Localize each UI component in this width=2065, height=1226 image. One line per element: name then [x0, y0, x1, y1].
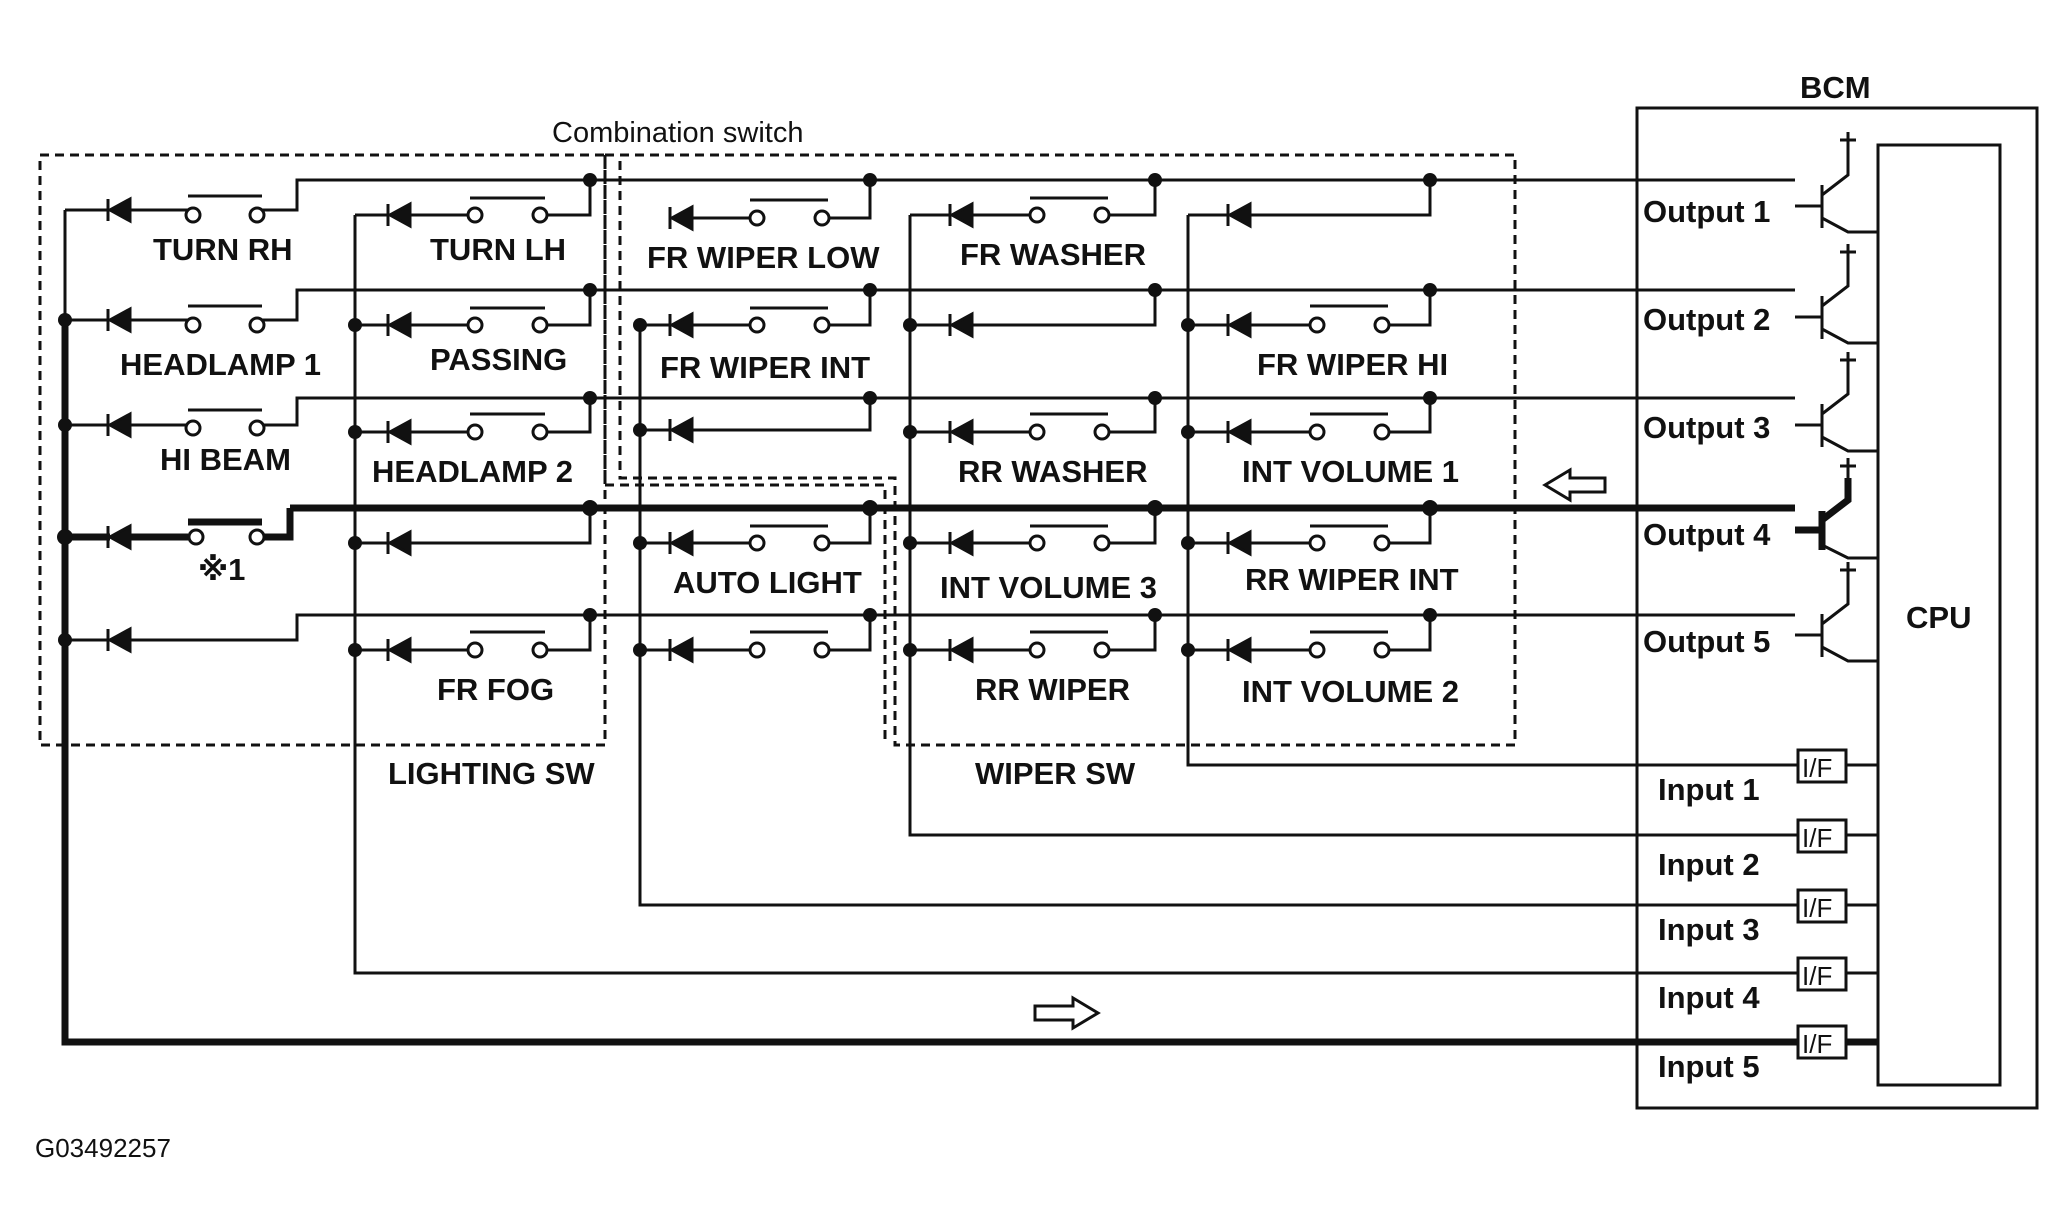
bcm-label: BCM: [1800, 70, 1871, 105]
label-rr-wiper-int: RR WIPER INT: [1245, 562, 1459, 597]
label-output-2: Output 2: [1643, 302, 1770, 337]
label-auto-light: AUTO LIGHT: [673, 565, 862, 600]
label-rr-washer: RR WASHER: [958, 454, 1147, 489]
label-input-4: Input 4: [1658, 980, 1760, 1015]
label-int-volume-3: INT VOLUME 3: [940, 570, 1157, 605]
right-flow-arrow-icon: [1033, 995, 1101, 1031]
output-transistors: [1795, 132, 1878, 663]
lighting-column-1: [63, 178, 590, 650]
label-int-volume-2: INT VOLUME 2: [1242, 674, 1459, 709]
cpu-label: CPU: [1906, 600, 1971, 635]
if-label-4: I/F: [1802, 961, 1832, 991]
output-wires: [290, 178, 1795, 617]
bcm-box: [1635, 106, 2039, 1110]
label-headlamp-1: HEADLAMP 1: [120, 347, 321, 382]
input-4-wire: [353, 320, 1800, 975]
if-boxes: [1796, 748, 1878, 1060]
label-input-2: Input 2: [1658, 847, 1760, 882]
label-output-1: Output 1: [1643, 194, 1770, 229]
junction-dots: [57, 173, 1438, 657]
wiper-sw-label: WIPER SW: [975, 756, 1136, 791]
label-turn-rh: TURN RH: [153, 232, 293, 267]
diodes: [106, 196, 1252, 664]
lighting-sw-box: [38, 153, 607, 747]
combination-switch-label: Combination switch: [552, 117, 803, 149]
input-5-wire: [61, 320, 1800, 1046]
figure-code: G03492257: [35, 1133, 171, 1163]
switch-contacts: [184, 194, 1391, 659]
wiper-sw-box: [605, 153, 1517, 747]
label-output-4: Output 4: [1643, 517, 1771, 552]
lighting-sw-label: LIGHTING SW: [388, 756, 595, 791]
if-label-2: I/F: [1802, 823, 1832, 853]
label-headlamp-2: HEADLAMP 2: [372, 454, 573, 489]
if-label-5: I/F: [1802, 1029, 1832, 1059]
label-output-5: Output 5: [1643, 624, 1770, 659]
wiper-column-2: [908, 180, 1157, 652]
input-3-wire: [638, 320, 1800, 907]
label-int-volume-1: INT VOLUME 1: [1242, 454, 1459, 489]
label-fr-wiper-int: FR WIPER INT: [660, 350, 870, 385]
label-input-1: Input 1: [1658, 772, 1760, 807]
if-label-3: I/F: [1802, 893, 1832, 923]
label-rr-wiper: RR WIPER: [975, 672, 1130, 707]
label-fr-fog: FR FOG: [437, 672, 554, 707]
input-wires: [61, 215, 1800, 1046]
label-input-3: Input 3: [1658, 912, 1760, 947]
label-hi-beam: HI BEAM: [160, 442, 291, 477]
label-fr-washer: FR WASHER: [960, 237, 1146, 272]
label-fr-wiper-hi: FR WIPER HI: [1257, 347, 1448, 382]
label-turn-lh: TURN LH: [430, 232, 566, 267]
if-label-1: I/F: [1802, 753, 1832, 783]
label-passing: PASSING: [430, 342, 567, 377]
label-output-3: Output 3: [1643, 410, 1770, 445]
label-fr-wiper-low: FR WIPER LOW: [647, 240, 880, 275]
note-mark: ※1: [198, 552, 245, 587]
label-input-5: Input 5: [1658, 1049, 1760, 1084]
cpu-box: [1876, 143, 2002, 1087]
left-flow-arrow-icon: [1542, 467, 1607, 503]
